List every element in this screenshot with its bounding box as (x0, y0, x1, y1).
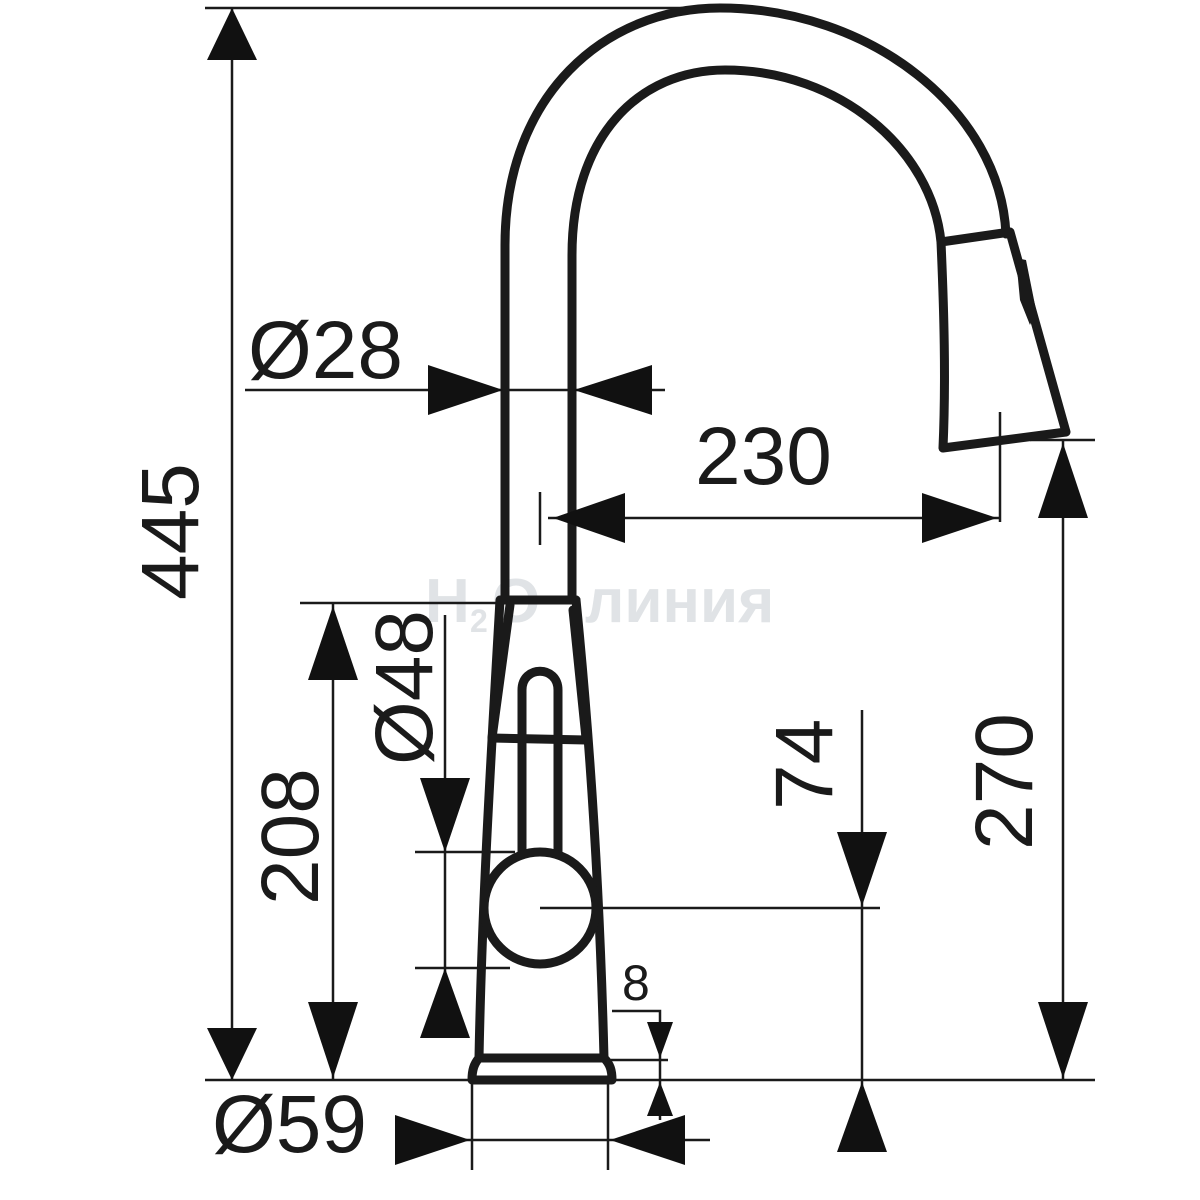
body-inner-right (568, 605, 591, 743)
arrow-up-icon (1038, 443, 1088, 518)
watermark-sub: 2 (470, 603, 488, 639)
arrow-right-icon (395, 1115, 470, 1165)
dim-base-diameter: Ø59 (212, 1079, 367, 1170)
spout-inner (567, 65, 946, 605)
watermark-h: H (425, 567, 470, 636)
arrow-left-icon (610, 1115, 685, 1165)
dim-base-ring: 8 (622, 955, 650, 1011)
lever (517, 666, 563, 857)
arrow-down-icon (420, 778, 470, 852)
dim-spout-diameter: Ø28 (248, 305, 403, 396)
spray-head (936, 227, 1071, 453)
dim-spout-reach: 230 (695, 411, 832, 502)
dim-handle-axis-height: 74 (759, 719, 850, 810)
arrow-right-icon (922, 493, 997, 543)
faucet-outline (467, 3, 1071, 1085)
arrow-up-icon (420, 968, 470, 1038)
dim-total-height: 445 (125, 463, 216, 600)
arrow-down-icon (308, 1002, 358, 1078)
arrow-down-icon (647, 1022, 673, 1058)
arrow-down-icon (1038, 1002, 1088, 1078)
body-band (487, 733, 591, 745)
dim-handle-diameter: Ø48 (359, 610, 450, 765)
arrow-left-icon (553, 493, 625, 543)
dim-outlet-height: 270 (959, 713, 1050, 850)
base (467, 1053, 617, 1085)
body-inner-left (487, 600, 515, 743)
arrow-down-icon (837, 832, 887, 906)
arrow-right-icon (428, 365, 503, 415)
arrow-up-icon (647, 1082, 673, 1116)
arrow-left-icon (574, 365, 652, 415)
dimension-lines (205, 6, 1095, 1170)
body-left (474, 595, 505, 1063)
arrow-up-icon (308, 606, 358, 680)
arrow-up-icon (837, 1082, 887, 1152)
spray-button (1016, 258, 1036, 325)
watermark-word: линия (585, 567, 774, 636)
dim-body-height: 208 (245, 768, 336, 905)
arrow-up-icon (207, 8, 257, 60)
arrow-down-icon (207, 1028, 257, 1080)
